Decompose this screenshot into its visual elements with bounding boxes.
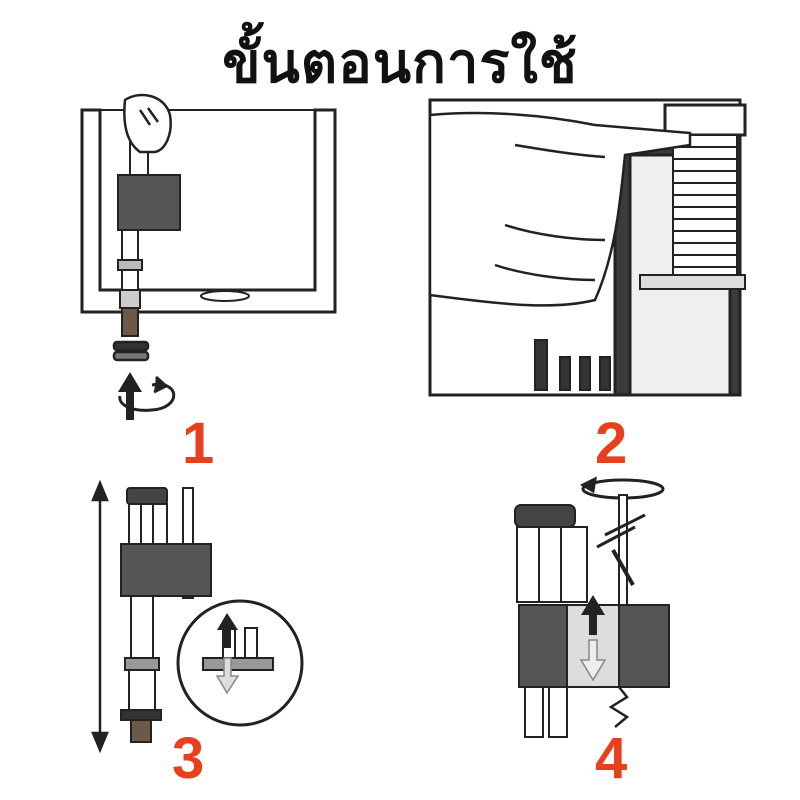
step-1-illustration <box>70 90 360 430</box>
step-4-number: 4 <box>595 726 628 791</box>
down-arrow-icon <box>579 639 607 682</box>
rotate-arrow-icon <box>118 375 176 412</box>
height-dimension-icon <box>91 479 109 754</box>
step-3-illustration <box>85 478 385 758</box>
hand-icon <box>428 111 692 307</box>
ribbed-float <box>639 134 746 290</box>
zoom-callout <box>176 599 304 727</box>
base-ribs <box>534 339 611 391</box>
up-arrow-icon <box>217 613 238 648</box>
step-2-illustration <box>425 95 755 400</box>
lock-nut <box>112 340 150 362</box>
step-2-number: 2 <box>595 411 628 476</box>
down-arrow-icon <box>215 657 240 695</box>
hand-icon <box>123 93 172 154</box>
fill-valve <box>120 487 212 743</box>
page-title: ขั้นตอนการใช้ <box>222 31 578 96</box>
step-3-number: 3 <box>172 726 205 791</box>
step-4-illustration <box>505 475 685 740</box>
up-arrow-icon <box>118 372 142 420</box>
step-1-number: 1 <box>182 411 215 476</box>
up-arrow-icon <box>581 595 605 635</box>
